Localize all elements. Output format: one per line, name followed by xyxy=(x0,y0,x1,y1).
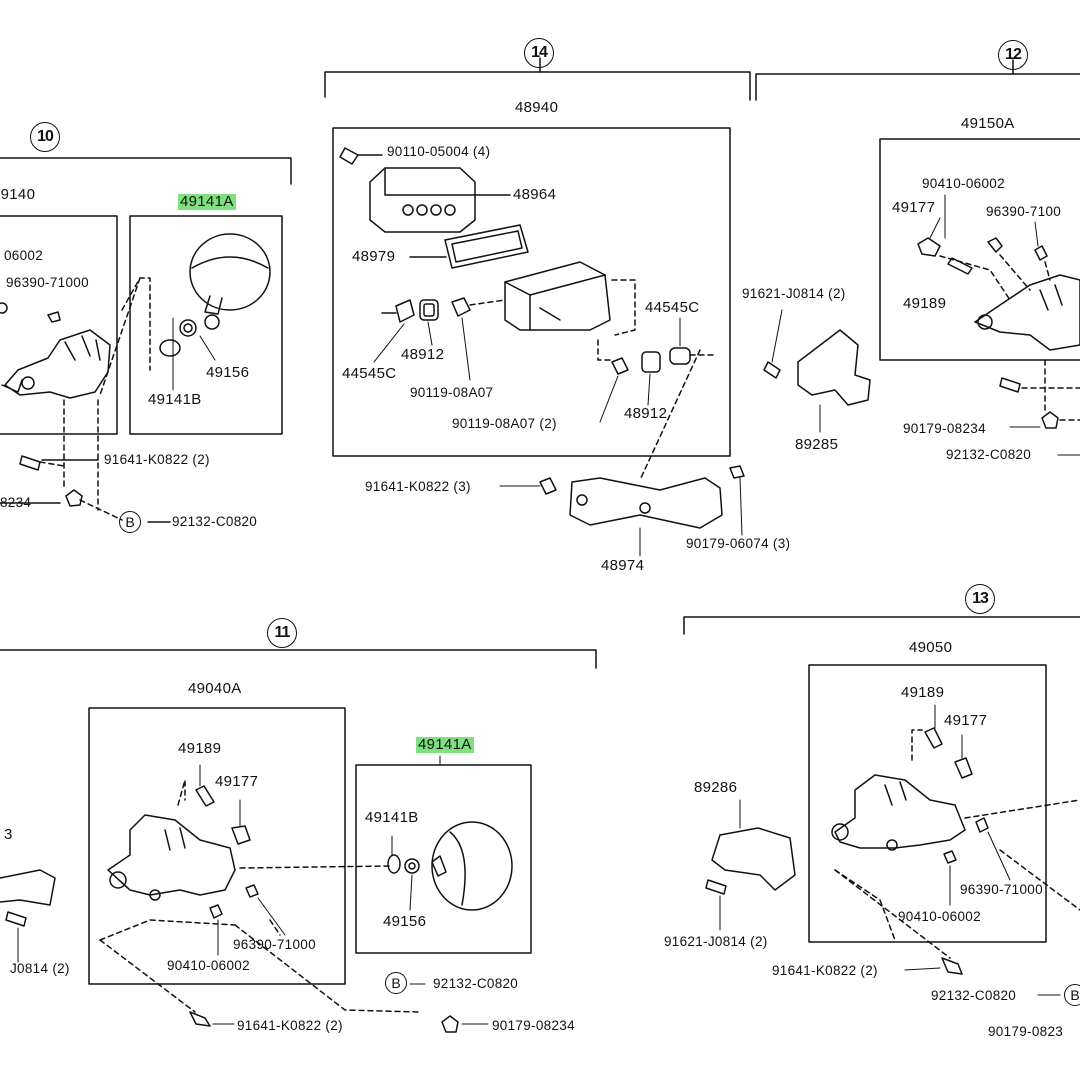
part-label: 90179-06074 (3) xyxy=(686,536,791,551)
b-mark-10: B xyxy=(119,511,141,533)
part-label: 90410-06002 xyxy=(167,958,250,973)
leader-lines-12 xyxy=(939,254,1080,421)
bolts-10 xyxy=(0,455,171,523)
section-number-14: 14 xyxy=(524,38,554,68)
part-label: 90110-05004 (4) xyxy=(387,144,491,159)
section-number-11: 11 xyxy=(267,618,297,648)
part-label: 48979 xyxy=(352,248,396,265)
leader-lines-11 xyxy=(99,779,421,1013)
leaders-14-labels xyxy=(373,317,743,557)
part-label: 89286 xyxy=(694,779,738,796)
part-label: 48912 xyxy=(401,346,445,363)
part-label: 90179-0823 xyxy=(988,1024,1064,1039)
part-label: 06002 xyxy=(4,248,44,263)
part-label: 49141B xyxy=(148,391,202,408)
part-label: 49156 xyxy=(383,913,427,930)
part-label: 49177 xyxy=(215,773,259,790)
valve-body-13 xyxy=(705,727,989,975)
part-label: 8234 xyxy=(0,495,32,510)
part-label: 49177 xyxy=(892,199,936,216)
part-label: 96390-71000 xyxy=(233,937,316,952)
part-label: 91641-K0822 (2) xyxy=(237,1018,343,1033)
part-label: 44545C xyxy=(645,299,700,316)
part-label: 91641-K0822 (3) xyxy=(365,479,471,494)
valve-body-11 xyxy=(0,785,513,1033)
part-label: 49141B xyxy=(365,809,419,826)
accumulator-top xyxy=(159,233,271,357)
part-label: 92132-C0820 xyxy=(172,514,258,529)
part-label: 90410-06002 xyxy=(922,176,1005,191)
b-mark-11: B xyxy=(385,972,407,994)
part-label: 90119-08A07 xyxy=(410,385,494,400)
part-label: 92132-C0820 xyxy=(931,988,1017,1003)
part-label: 48940 xyxy=(515,99,559,116)
part-label: 91641-K0822 (2) xyxy=(772,963,878,978)
part-label: 49140 xyxy=(0,186,36,203)
leaders-12-labels xyxy=(771,194,1080,456)
section-number-12: 12 xyxy=(998,40,1028,70)
section-number-10: 10 xyxy=(30,122,60,152)
part-label-highlighted: 49141A xyxy=(178,193,236,210)
part-label: 49150A xyxy=(961,115,1015,132)
valve-body-12 xyxy=(763,237,1080,429)
part-label: 92132-C0820 xyxy=(433,976,519,991)
part-label: 49177 xyxy=(944,712,988,729)
part-label: 90119-08A07 (2) xyxy=(452,416,557,431)
part-label: 48912 xyxy=(624,405,668,422)
part-label: 96390-71000 xyxy=(6,275,89,290)
solenoid-assembly-14 xyxy=(339,147,745,529)
part-label: 49189 xyxy=(901,684,945,701)
part-label: 96390-71000 xyxy=(960,882,1043,897)
valve-body-10 xyxy=(0,302,111,399)
part-label: 90410-06002 xyxy=(898,909,981,924)
part-label: 44545C xyxy=(342,365,397,382)
section-number-13: 13 xyxy=(965,584,995,614)
part-label: 89285 xyxy=(795,436,839,453)
part-label: 91641-K0822 (2) xyxy=(104,452,210,467)
leaders-11-labels xyxy=(17,755,489,1025)
leader-lines-13 xyxy=(834,729,1080,959)
part-label: 91621-J0814 (2) xyxy=(664,934,768,949)
leader-lines-10 xyxy=(39,277,151,521)
leader-lines-14 xyxy=(469,279,716,481)
part-label: 48964 xyxy=(513,186,557,203)
part-label: 91621-J0814 (2) xyxy=(742,286,846,301)
part-label: 49040A xyxy=(188,680,242,697)
part-label: 90179-08234 xyxy=(903,421,986,436)
part-label: 49156 xyxy=(206,364,250,381)
part-label: 96390-7100 xyxy=(986,204,1062,219)
group-boxes xyxy=(0,127,1080,985)
part-label: J0814 (2) xyxy=(10,961,70,976)
part-label: 49050 xyxy=(909,639,953,656)
part-label: 92132-C0820 xyxy=(946,447,1032,462)
leaders-13-labels xyxy=(719,704,1061,996)
part-label: 49189 xyxy=(178,740,222,757)
part-label: 3 xyxy=(4,826,13,843)
section-brackets xyxy=(0,57,1080,669)
leaders-10-labels xyxy=(172,317,216,391)
part-label: 48974 xyxy=(601,557,645,574)
b-mark-13: B xyxy=(1064,984,1080,1006)
part-label-highlighted: 49141A xyxy=(416,736,474,753)
part-label: 49189 xyxy=(903,295,947,312)
part-label: 90179-08234 xyxy=(492,1018,575,1033)
